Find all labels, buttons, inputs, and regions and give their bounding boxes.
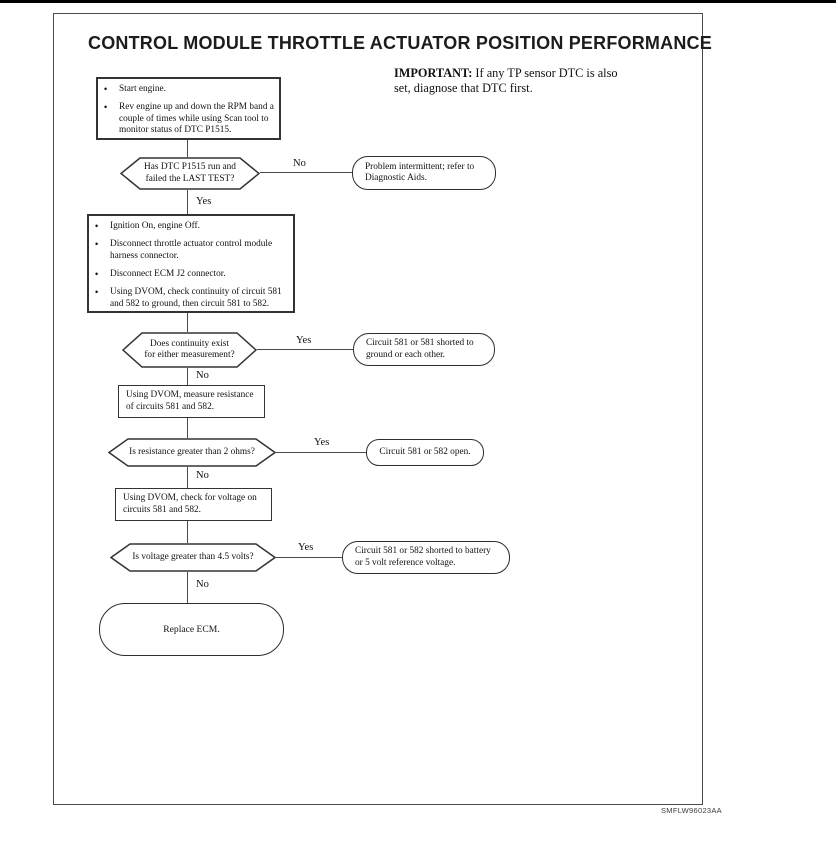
step-text: Rev engine up and down the RPM band a co… — [119, 102, 274, 135]
important-text: If any TP sensor DTC is also set, diagno… — [394, 66, 618, 95]
connector-line — [187, 521, 188, 543]
connector-line — [260, 172, 352, 173]
checks-step-box: • Ignition On, engine Off. • Disconnect … — [87, 214, 295, 313]
hexagon-shape — [120, 157, 260, 190]
connector-line — [187, 190, 188, 214]
step-text: Start engine. — [119, 84, 166, 94]
scan-edge-artifact — [0, 0, 836, 3]
connector-line — [187, 572, 188, 603]
step-text: Disconnect ECM J2 connector. — [110, 268, 226, 279]
voltage-step-box: Using DVOM, check for voltage on circuit… — [115, 488, 272, 521]
branch-label-no: No — [196, 370, 209, 381]
document-code: SMFLW96023AA — [661, 806, 722, 815]
important-note: IMPORTANT: If any TP sensor DTC is also … — [394, 66, 628, 96]
decision-text: Does continuity exist for either measure… — [144, 338, 235, 360]
hexagon-shape — [122, 332, 257, 368]
decision-resistance: Is resistance greater than 2 ohms? — [108, 438, 276, 467]
branch-label-no: No — [293, 158, 306, 169]
resistance-step-box: Using DVOM, measure resistance of circui… — [118, 385, 265, 418]
branch-label-no: No — [196, 470, 209, 481]
bullet-icon: • — [104, 84, 108, 94]
result-open: Circuit 581 or 582 open. — [366, 439, 484, 466]
branch-label-yes: Yes — [298, 542, 314, 553]
connector-line — [187, 418, 188, 438]
decision-text: Has DTC P1515 run and failed the LAST TE… — [144, 162, 236, 184]
connector-line — [187, 368, 188, 385]
connector-line — [187, 467, 188, 488]
connector-line — [276, 452, 366, 453]
terminal-replace-ecm: Replace ECM. — [99, 603, 284, 656]
bullet-icon: • — [95, 239, 99, 250]
decision-continuity: Does continuity exist for either measure… — [122, 332, 257, 368]
list-item: • Rev engine up and down the RPM band a … — [104, 102, 275, 136]
connector-line — [187, 140, 188, 157]
list-item: • Ignition On, engine Off. — [95, 221, 289, 232]
step-text: Ignition On, engine Off. — [110, 221, 200, 231]
branch-label-yes: Yes — [196, 196, 212, 207]
step-text: Using DVOM, check continuity of circuit … — [110, 287, 282, 309]
hexagon-shape — [108, 438, 276, 467]
branch-label-yes: Yes — [314, 437, 330, 448]
branch-label-no: No — [196, 579, 209, 590]
step-text: Disconnect throttle actuator control mod… — [110, 239, 273, 261]
result-shorted-ground: Circuit 581 or 581 shorted to ground or … — [353, 333, 495, 366]
result-shorted-battery: Circuit 581 or 582 shorted to battery or… — [342, 541, 510, 574]
decision-text: Is resistance greater than 2 ohms? — [129, 446, 255, 457]
connector-line — [257, 349, 353, 350]
page-title: CONTROL MODULE THROTTLE ACTUATOR POSITIO… — [88, 33, 712, 53]
connector-line — [187, 313, 188, 332]
list-item: • Disconnect ECM J2 connector. — [95, 269, 289, 280]
bullet-icon: • — [95, 287, 99, 298]
branch-label-yes: Yes — [296, 335, 312, 346]
list-item: • Start engine. — [104, 84, 275, 95]
bullet-icon: • — [95, 221, 99, 231]
bullet-icon: • — [104, 102, 108, 113]
start-step-box: • Start engine. • Rev engine up and down… — [96, 77, 281, 140]
bullet-icon: • — [95, 268, 99, 279]
important-label: IMPORTANT: — [394, 66, 473, 80]
hexagon-shape — [110, 543, 276, 572]
decision-text: Is voltage greater than 4.5 volts? — [132, 551, 254, 562]
decision-voltage: Is voltage greater than 4.5 volts? — [110, 543, 276, 572]
list-item: • Disconnect throttle actuator control m… — [95, 239, 289, 262]
decision-dtc-run: Has DTC P1515 run and failed the LAST TE… — [120, 157, 260, 190]
list-item: • Using DVOM, check continuity of circui… — [95, 287, 289, 310]
connector-line — [276, 557, 342, 558]
result-intermittent: Problem intermittent; refer to Diagnosti… — [352, 156, 496, 190]
